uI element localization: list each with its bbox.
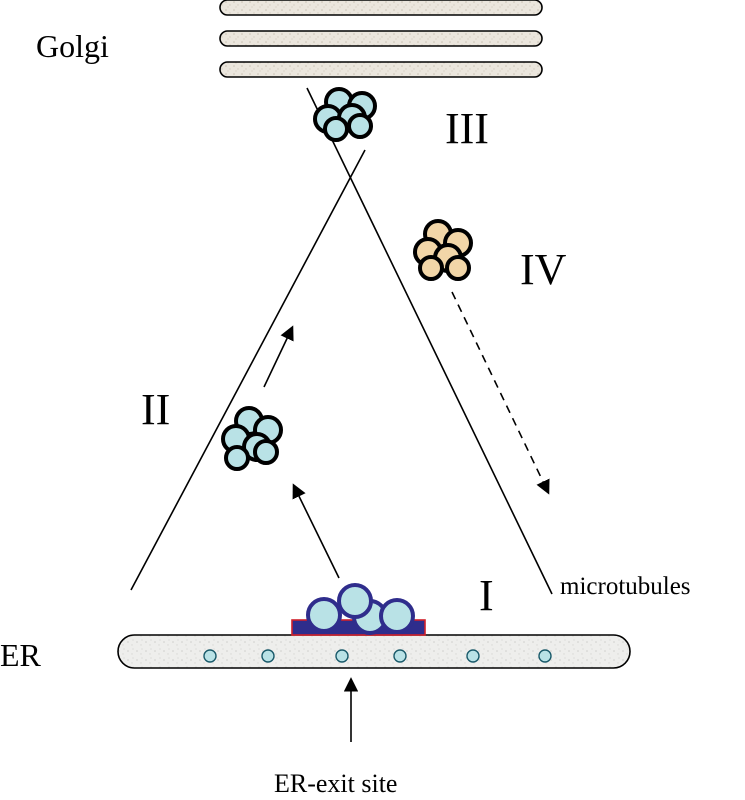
arrow-cluster-to-golgi [263, 325, 294, 388]
er-label: ER [0, 637, 42, 673]
er-cargo-dot [466, 649, 480, 663]
er-cargo-dot [538, 649, 552, 663]
golgi-cisterna-3 [219, 61, 543, 78]
golgi-label: Golgi [36, 28, 109, 64]
vesicle-cluster-iii [313, 87, 377, 142]
er-cargo-dot [203, 649, 217, 663]
stage-ii-label: II [141, 385, 170, 434]
arrow-retrograde-dashed [451, 291, 550, 495]
arrow-bud-to-cluster [292, 483, 340, 579]
er-cargo-dot [261, 649, 275, 663]
budding-vesicle [337, 583, 373, 619]
golgi-cisterna-2 [219, 30, 543, 47]
er-cargo-dots [203, 649, 552, 663]
microtubule-left [130, 149, 366, 591]
budding-vesicle [306, 597, 342, 633]
golgi-cisterna-1 [219, 0, 543, 16]
er-exit-site-coat [291, 583, 426, 636]
er-exit-site-label: ER-exit site [274, 769, 397, 798]
budding-vesicle [379, 598, 415, 634]
stage-iv-label: IV [520, 245, 567, 294]
er-membrane [117, 634, 631, 669]
golgi-stack [219, 0, 543, 78]
er-cargo-dot [335, 649, 349, 663]
microtubule-right [306, 87, 553, 595]
stage-i-label: I [479, 571, 494, 620]
er-cargo-dot [393, 649, 407, 663]
stage-iii-label: III [445, 104, 489, 153]
microtubules-label: microtubules [560, 573, 691, 600]
vesicle-cluster-ii [221, 406, 283, 471]
vesicle-cluster-iv [413, 219, 473, 281]
